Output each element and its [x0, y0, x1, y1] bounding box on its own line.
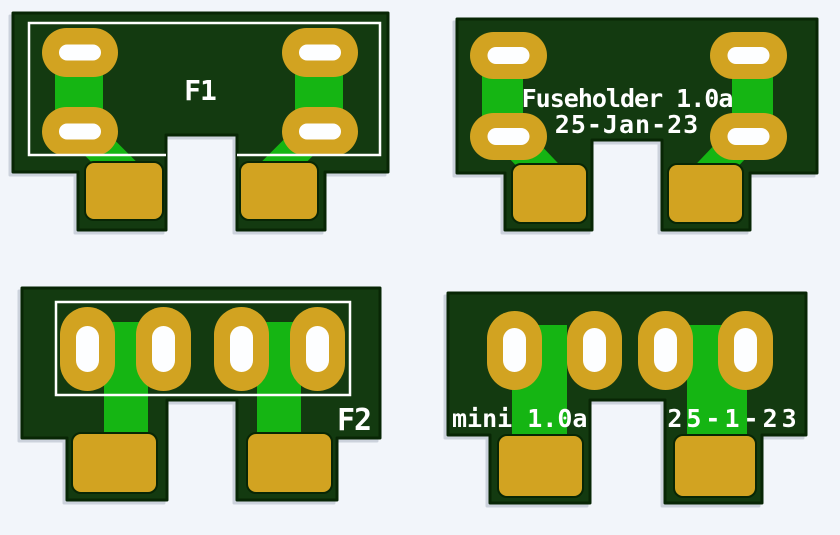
drill-hole: [152, 326, 175, 372]
silkscreen-outline: [54, 300, 352, 397]
drill-hole: [583, 328, 606, 372]
drill-hole: [299, 44, 341, 61]
solder-tab-pad: [673, 434, 757, 498]
board-fuseholder-front: F1: [11, 11, 390, 232]
drill-hole: [727, 47, 770, 64]
drill-hole: [487, 47, 530, 64]
drill-hole: [503, 328, 526, 372]
drill-hole: [306, 326, 329, 372]
drill-hole: [727, 128, 770, 145]
solder-tab-pad: [511, 163, 588, 224]
solder-tab-pad: [667, 163, 744, 224]
drill-hole: [230, 326, 253, 372]
solder-tab-pad: [71, 432, 158, 494]
solder-tab-pad: [239, 161, 319, 221]
drill-hole: [654, 328, 677, 372]
drill-hole: [76, 326, 99, 372]
solder-tab-pad: [246, 432, 333, 494]
board-mini-fuseholder-front: F2: [20, 286, 382, 502]
board-date-text: 25-Jan-23: [555, 110, 699, 139]
reference-label-f2: F2: [337, 403, 371, 438]
solder-tab-pad: [84, 161, 164, 221]
drill-hole: [734, 328, 757, 372]
solder-tab-pad: [497, 434, 584, 498]
reference-label-f1: F1: [184, 74, 216, 107]
drill-hole: [487, 128, 530, 145]
board-title-text: mini 1.0a: [452, 404, 587, 433]
board-fuseholder-back: Fuseholder 1.0a 25-Jan-23: [455, 17, 819, 232]
board-date-text: 25-1-23: [667, 404, 800, 433]
drill-hole: [59, 123, 101, 140]
board-mini-fuseholder-back: mini 1.0a 25-1-23: [446, 291, 808, 505]
drill-hole: [299, 123, 341, 140]
board-title-text: Fuseholder 1.0a: [522, 84, 733, 113]
drill-hole: [59, 44, 101, 61]
